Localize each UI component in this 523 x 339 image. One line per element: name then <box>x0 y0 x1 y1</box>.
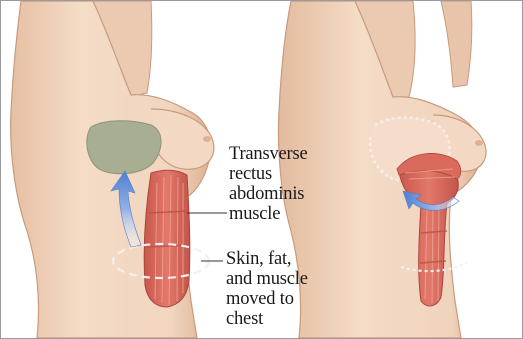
label-line: muscle <box>229 204 308 224</box>
right-figure <box>279 1 487 338</box>
label-line: abdominis <box>229 184 308 204</box>
label-line: moved to <box>226 289 308 309</box>
left-figure <box>11 1 227 338</box>
label-transverse-rectus-abdominis-muscle: Transverse rectus abdominis muscle <box>229 144 308 224</box>
label-line: Skin, fat, <box>226 249 308 269</box>
right-back-arm <box>441 1 472 87</box>
left-mound <box>87 121 161 174</box>
label-line: and muscle <box>226 269 308 289</box>
left-nipple <box>203 136 211 142</box>
label-skin-fat-muscle-moved: Skin, fat, and muscle moved to chest <box>226 249 308 329</box>
right-nipple <box>475 140 483 146</box>
label-line: rectus <box>229 164 308 184</box>
label-line: chest <box>226 309 308 329</box>
label-line: Transverse <box>229 144 308 164</box>
